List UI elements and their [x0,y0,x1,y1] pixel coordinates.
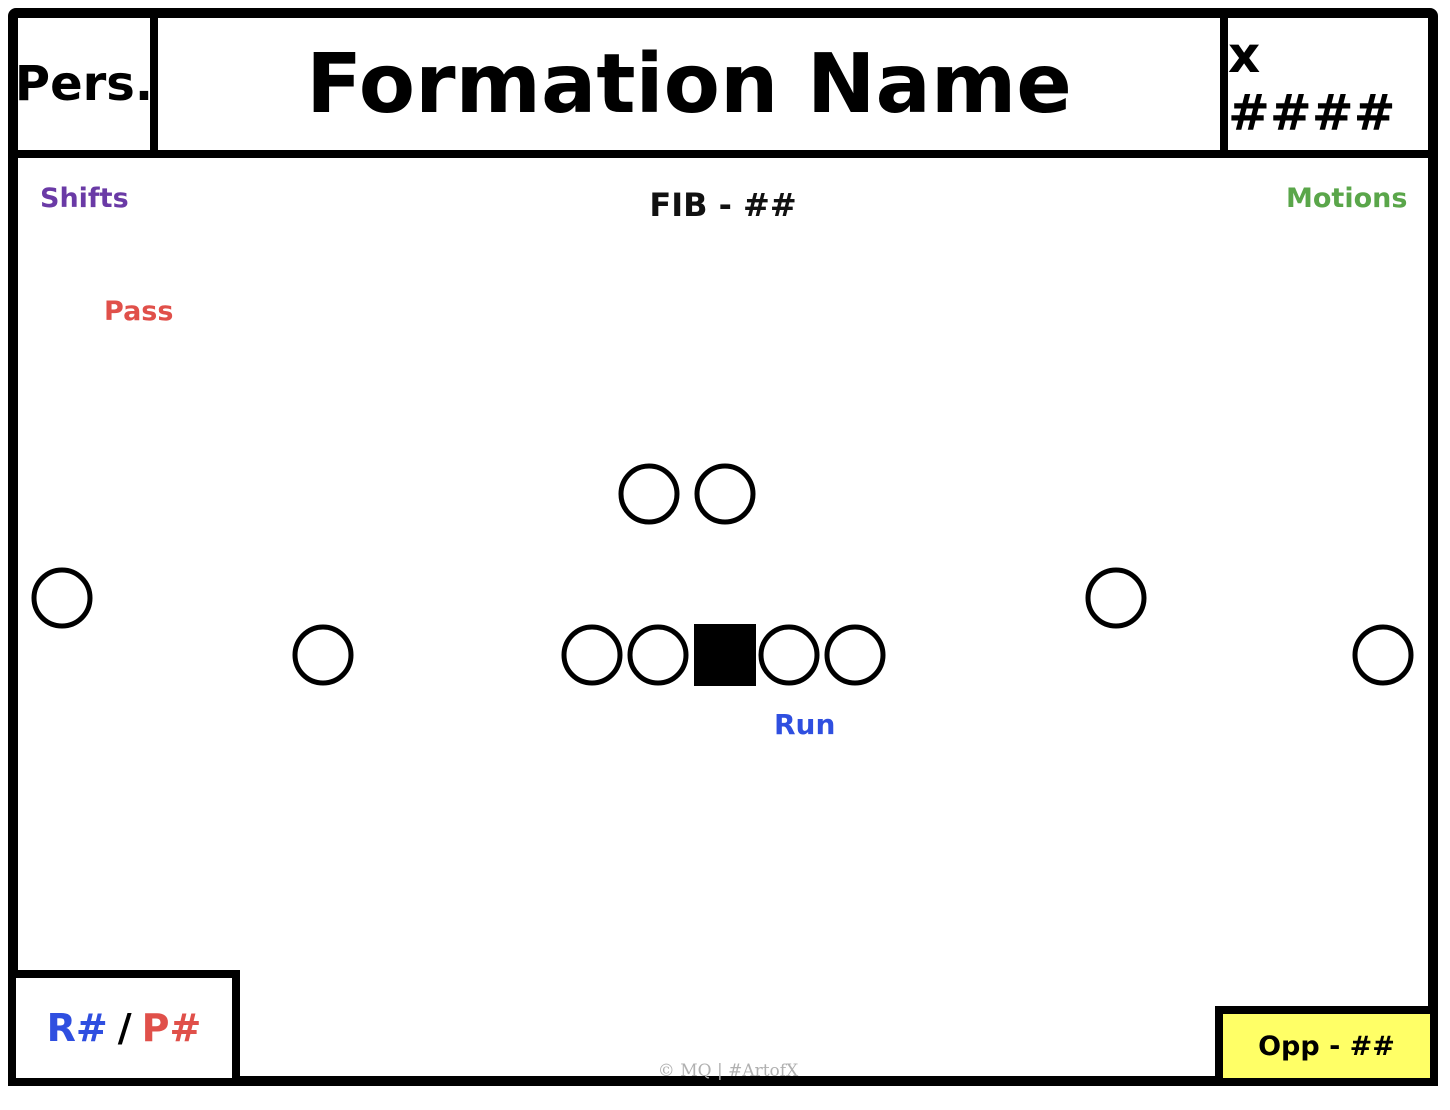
player-left-guard [627,624,689,686]
formation-card: Pers. Formation Name x #### Shifts FIB -… [8,8,1438,1086]
opponent-box: Opp - ## [1215,1006,1438,1086]
header-bar: Pers. Formation Name x #### [15,18,1428,158]
count-cell: x #### [1220,18,1428,150]
copyright-watermark: © MQ | #ArtofX [657,1061,799,1081]
formation-field [31,463,1414,686]
player-wing-right [1085,567,1147,629]
run-pass-number-box: R# / P# [8,970,240,1086]
player-right-guard [758,624,820,686]
run-label: Run [774,708,836,741]
formation-name-title: Formation Name [306,36,1072,132]
player-wide-left-off [31,567,93,629]
run-pass-separator: / [117,1006,132,1050]
player-backfield-right [694,463,756,525]
fib-label: FIB - ## [649,186,797,224]
shifts-label: Shifts [40,183,129,214]
player-slot-left [292,624,354,686]
player-wide-right [1352,624,1414,686]
player-center [694,624,756,686]
player-backfield-left [618,463,680,525]
run-number: R# [46,1006,108,1050]
player-right-tackle [824,624,886,686]
pass-label: Pass [104,296,174,327]
personnel-cell: Pers. [15,18,158,150]
pass-number: P# [141,1006,202,1050]
player-left-tackle [561,624,623,686]
motions-label: Motions [1286,183,1408,214]
